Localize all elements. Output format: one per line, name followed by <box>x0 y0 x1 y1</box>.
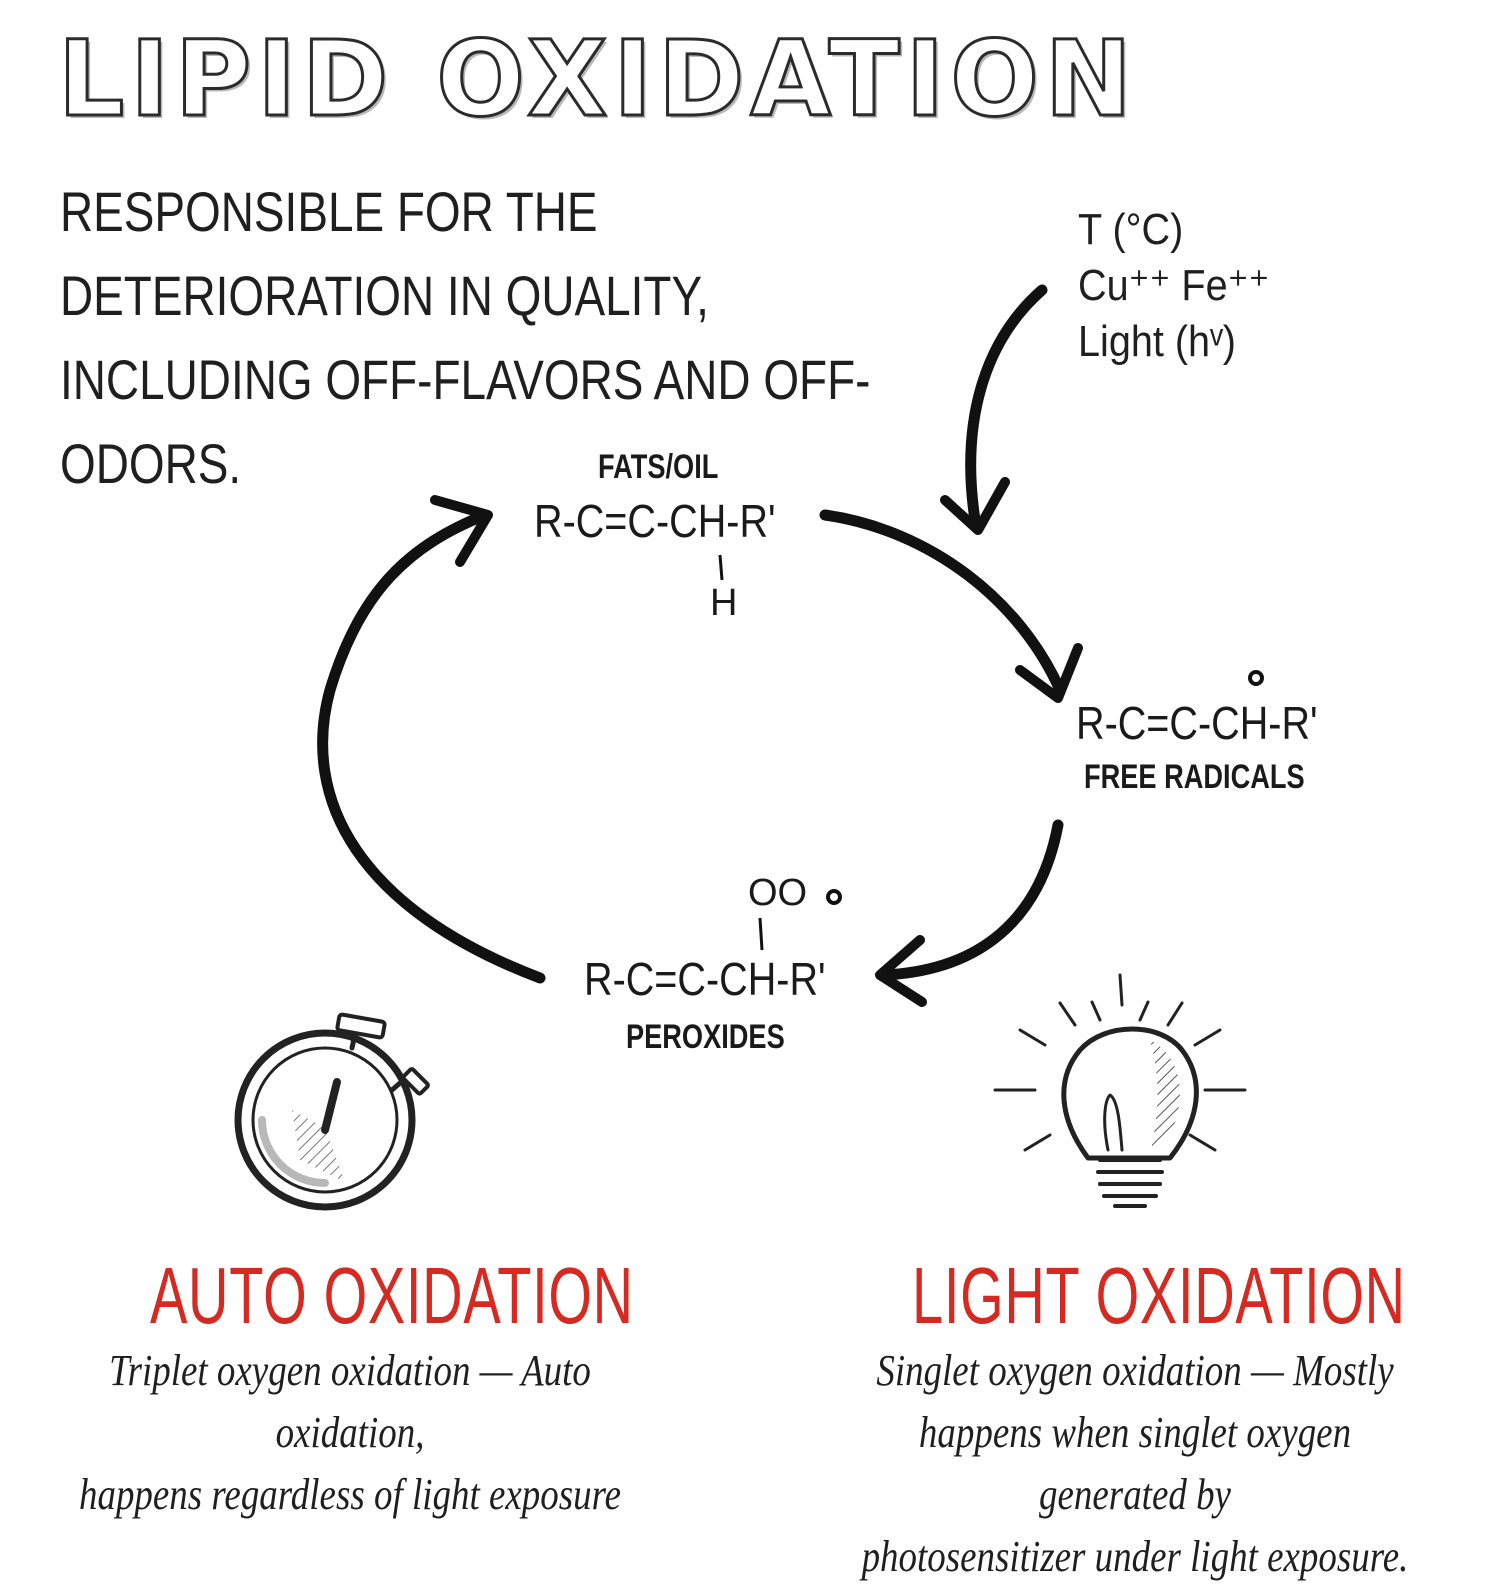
peroxide-oo: OO <box>748 872 808 914</box>
auto-desc-line-1: Triplet oxygen oxidation — Auto oxidatio… <box>109 1346 591 1457</box>
fats-formula: R-C=C-CH-R' <box>534 495 776 547</box>
intro-text: RESPONSIBLE FOR THE DETERIORATION IN QUA… <box>60 180 871 495</box>
bond-fats-h <box>718 554 724 581</box>
light-oxidation-description: Singlet oxygen oxidation — Mostly happen… <box>845 1340 1425 1588</box>
catalyst-list: T (°C) Cu⁺⁺ Fe⁺⁺ Light (hᵛ) <box>1078 202 1269 370</box>
catalyst-metals: Cu⁺⁺ Fe⁺⁺ <box>1078 261 1270 310</box>
radical-dot-fats <box>1248 670 1264 686</box>
fats-h-atom: H <box>710 582 738 624</box>
arrow-fats-to-radicals <box>819 509 1083 703</box>
bond-peroxide-oo <box>758 917 764 951</box>
auto-oxidation-heading: AUTO OXIDATION <box>150 1251 634 1340</box>
light-desc-line-2: happens when singlet oxygen generated by <box>918 1408 1352 1519</box>
light-desc-line-1: Singlet oxygen oxidation — Mostly <box>876 1346 1394 1395</box>
catalyst-temperature: T (°C) <box>1078 205 1184 254</box>
stopwatch-icon <box>234 1012 430 1211</box>
catalyst-light: Light (hᵛ) <box>1078 317 1237 366</box>
arrow-peroxides-to-fats <box>317 495 546 984</box>
fats-label: FATS/OIL <box>598 448 719 486</box>
peroxides-formula: R-C=C-CH-R' <box>584 953 826 1005</box>
radicals-label: FREE RADICALS <box>1084 758 1305 796</box>
light-oxidation-heading: LIGHT OXIDATION <box>912 1251 1406 1340</box>
page-title: LIPID OXIDATION <box>57 17 1138 142</box>
radical-dot-peroxide <box>826 889 842 905</box>
arrow-radicals-to-peroxides <box>875 819 1064 1007</box>
peroxides-label: PEROXIDES <box>626 1018 785 1056</box>
auto-oxidation-description: Triplet oxygen oxidation — Auto oxidatio… <box>56 1340 644 1526</box>
radicals-formula: R-C=C-CH-R' <box>1076 697 1318 749</box>
auto-desc-line-2: happens regardless of light exposure <box>78 1470 622 1519</box>
light-desc-line-3: photosensitizer under light exposure. <box>861 1532 1409 1581</box>
light-bulb-icon <box>993 973 1247 1208</box>
catalyst-arrow <box>940 284 1048 535</box>
